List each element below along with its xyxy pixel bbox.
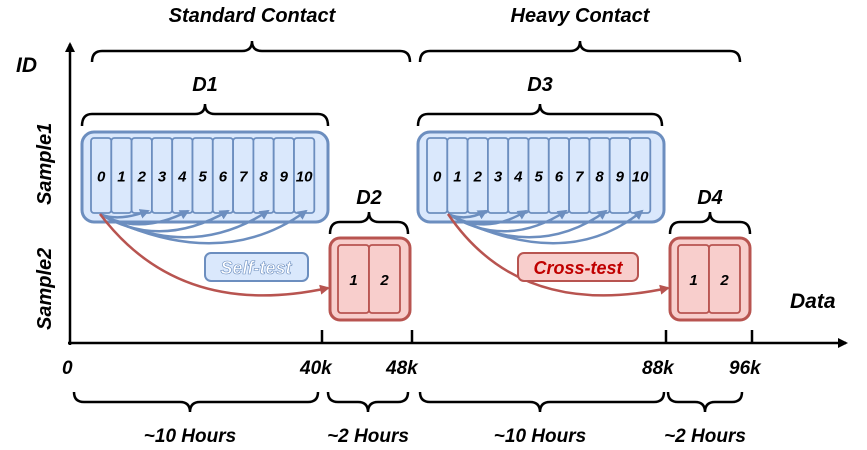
dataset-cell-label: 4 <box>513 169 523 186</box>
cross-test-badge <box>517 252 639 282</box>
self-test-arrows <box>99 209 308 245</box>
dataset-cell-label: 9 <box>616 169 625 186</box>
dataset-cell-label: 1 <box>117 169 125 186</box>
dataset-cell-label: 3 <box>494 169 503 186</box>
x-tick-label: 40k <box>299 358 333 379</box>
dataset-cell-label: 5 <box>198 169 207 186</box>
dataset-cell-label: 2 <box>137 169 147 186</box>
dataset-cell-label: 6 <box>219 169 228 186</box>
cross-test-label: Cross-test <box>533 258 623 278</box>
dataset-cell-label: 2 <box>719 272 729 289</box>
x-tick-label: 96k <box>729 358 762 379</box>
dataset-cell-label: 0 <box>97 169 106 186</box>
dataset-cell-label: 1 <box>453 169 461 186</box>
dataset-cell-label: 5 <box>534 169 543 186</box>
dataset-cell-label: 7 <box>575 169 584 186</box>
self-test-badge <box>204 252 309 282</box>
phase-brace-standard <box>90 40 412 63</box>
self-test-label: Self-test <box>220 258 292 278</box>
duration-brace-2 <box>326 391 410 413</box>
duration-brace-3 <box>418 391 666 413</box>
dataset-cell-label: 0 <box>433 169 442 186</box>
dataset-label-d1: D1 <box>192 74 218 96</box>
duration-label-2: ~2 Hours <box>327 426 409 447</box>
phase-label-standard-contact: Standard Contact <box>169 5 337 27</box>
duration-label-1: ~10 Hours <box>144 426 236 447</box>
dataset-cell-label: 1 <box>689 272 697 289</box>
dataset-cell-label: 1 <box>349 272 357 289</box>
dataset-cell-label: 6 <box>555 169 564 186</box>
dataset-brace-d3 <box>416 103 664 127</box>
x-axis-label: Data <box>790 290 836 313</box>
dataset-cell-label: 10 <box>296 169 313 186</box>
dataset-cell-label: 10 <box>632 169 649 186</box>
duration-brace-4 <box>666 391 744 413</box>
y-category-sample2: Sample2 <box>34 248 56 330</box>
dataset-cell-label: 7 <box>239 169 248 186</box>
dataset-cell <box>708 244 741 314</box>
duration-label-3: ~10 Hours <box>494 426 586 447</box>
y-category-sample1: Sample1 <box>34 123 56 205</box>
cross-arrow-d3-to-d4 <box>446 213 670 297</box>
self-cross-arrow-d1-to-d2 <box>99 213 330 297</box>
phase-brace-heavy <box>418 40 742 63</box>
dataset-label-d3: D3 <box>527 74 553 96</box>
dataset-cell-label: 8 <box>259 169 268 186</box>
dataset-cell-label: 8 <box>595 169 604 186</box>
cross-test-arrows <box>447 209 644 245</box>
x-tick-label: 48k <box>385 358 419 379</box>
y-axis-label: ID <box>16 54 37 77</box>
dataset-cell <box>368 244 401 314</box>
dataset-label-d2: D2 <box>356 187 382 209</box>
dataset-brace-d4 <box>668 211 752 235</box>
duration-brace-1 <box>72 391 320 413</box>
dataset-cell-label: 2 <box>473 169 483 186</box>
dataset-brace-d2 <box>328 211 410 235</box>
dataset-label-d4: D4 <box>697 187 723 209</box>
x-tick-label: 88k <box>642 358 675 379</box>
dataset-cell-label: 3 <box>158 169 167 186</box>
duration-label-4: ~2 Hours <box>664 426 746 447</box>
dataset-cell-label: 2 <box>379 272 389 289</box>
x-tick-label: 0 <box>62 358 73 379</box>
dataset-brace-d1 <box>80 103 330 127</box>
dataset-cell-label: 4 <box>177 169 187 186</box>
phase-label-heavy-contact: Heavy Contact <box>511 5 651 27</box>
dataset-cell-label: 9 <box>280 169 289 186</box>
